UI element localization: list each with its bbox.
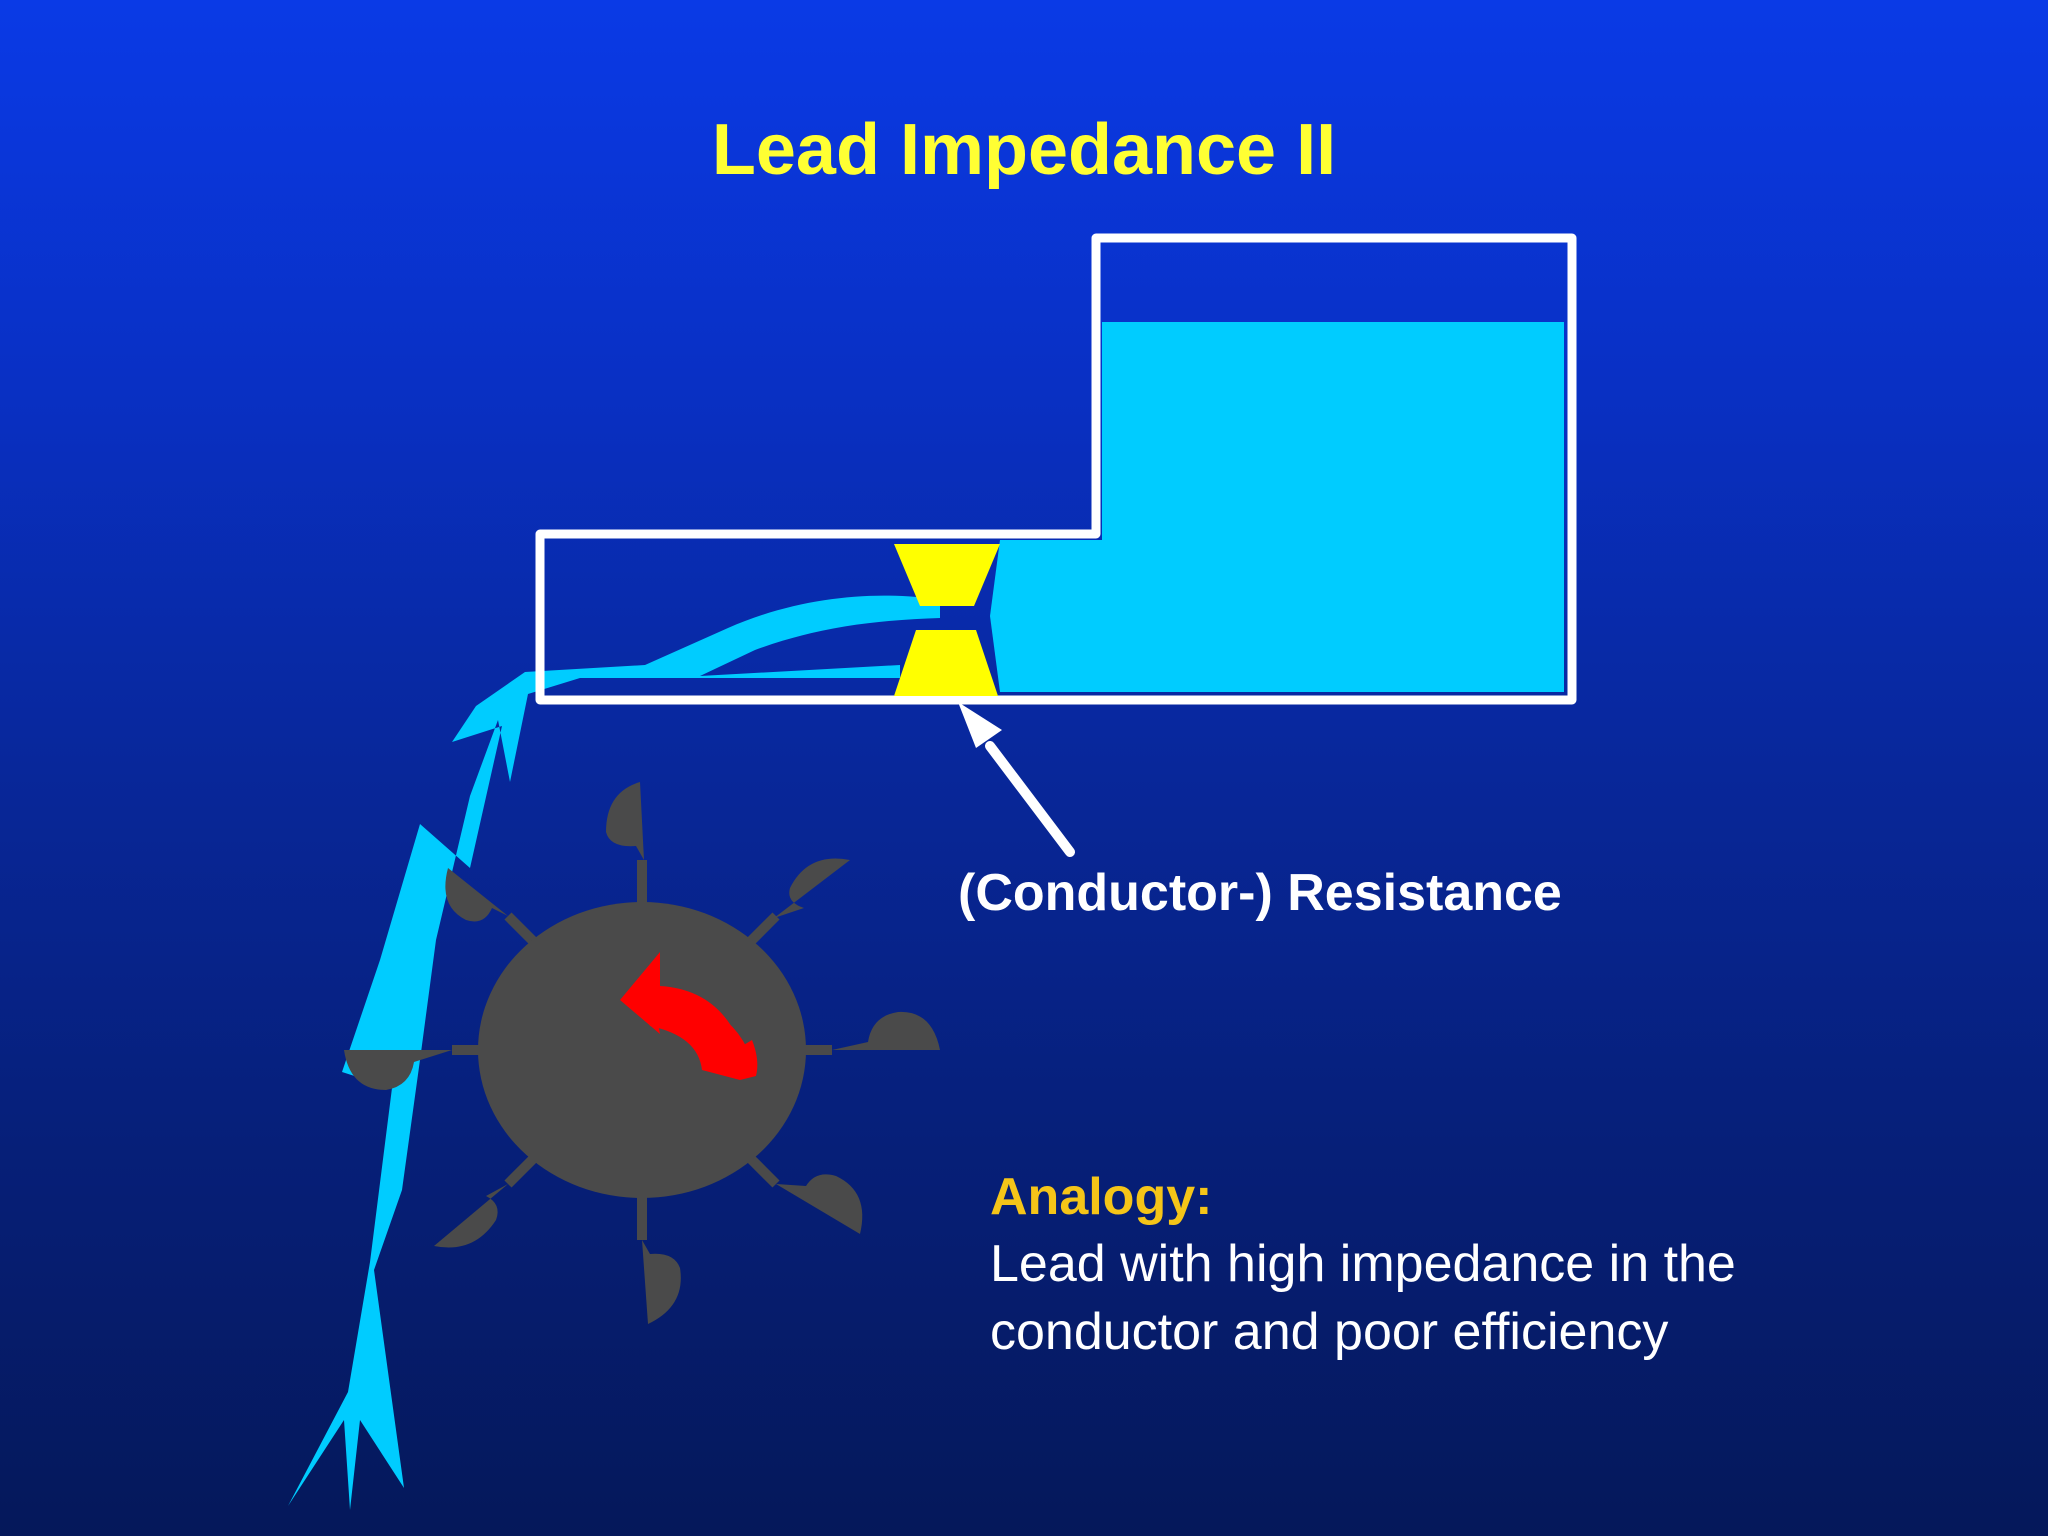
- slide-title: Lead Impedance II: [711, 110, 1337, 190]
- analogy-line-1: Lead with high impedance in the: [990, 1235, 1736, 1293]
- curved-arrow-icon: [620, 952, 758, 1080]
- analogy-heading: Analogy:: [990, 1168, 1213, 1226]
- resistance-pointer-arrow: [958, 702, 1075, 857]
- resistance-constriction: [894, 544, 1000, 696]
- analogy-line-2: conductor and poor efficiency: [990, 1303, 1669, 1361]
- analogy-block: Analogy: Lead with high impedance in the…: [990, 1164, 1990, 1366]
- resistance-label: (Conductor-) Resistance: [958, 864, 1562, 922]
- tank-outline: [535, 233, 1577, 705]
- water-reservoir: [990, 322, 1564, 692]
- water-wheel-icon: [344, 782, 940, 1324]
